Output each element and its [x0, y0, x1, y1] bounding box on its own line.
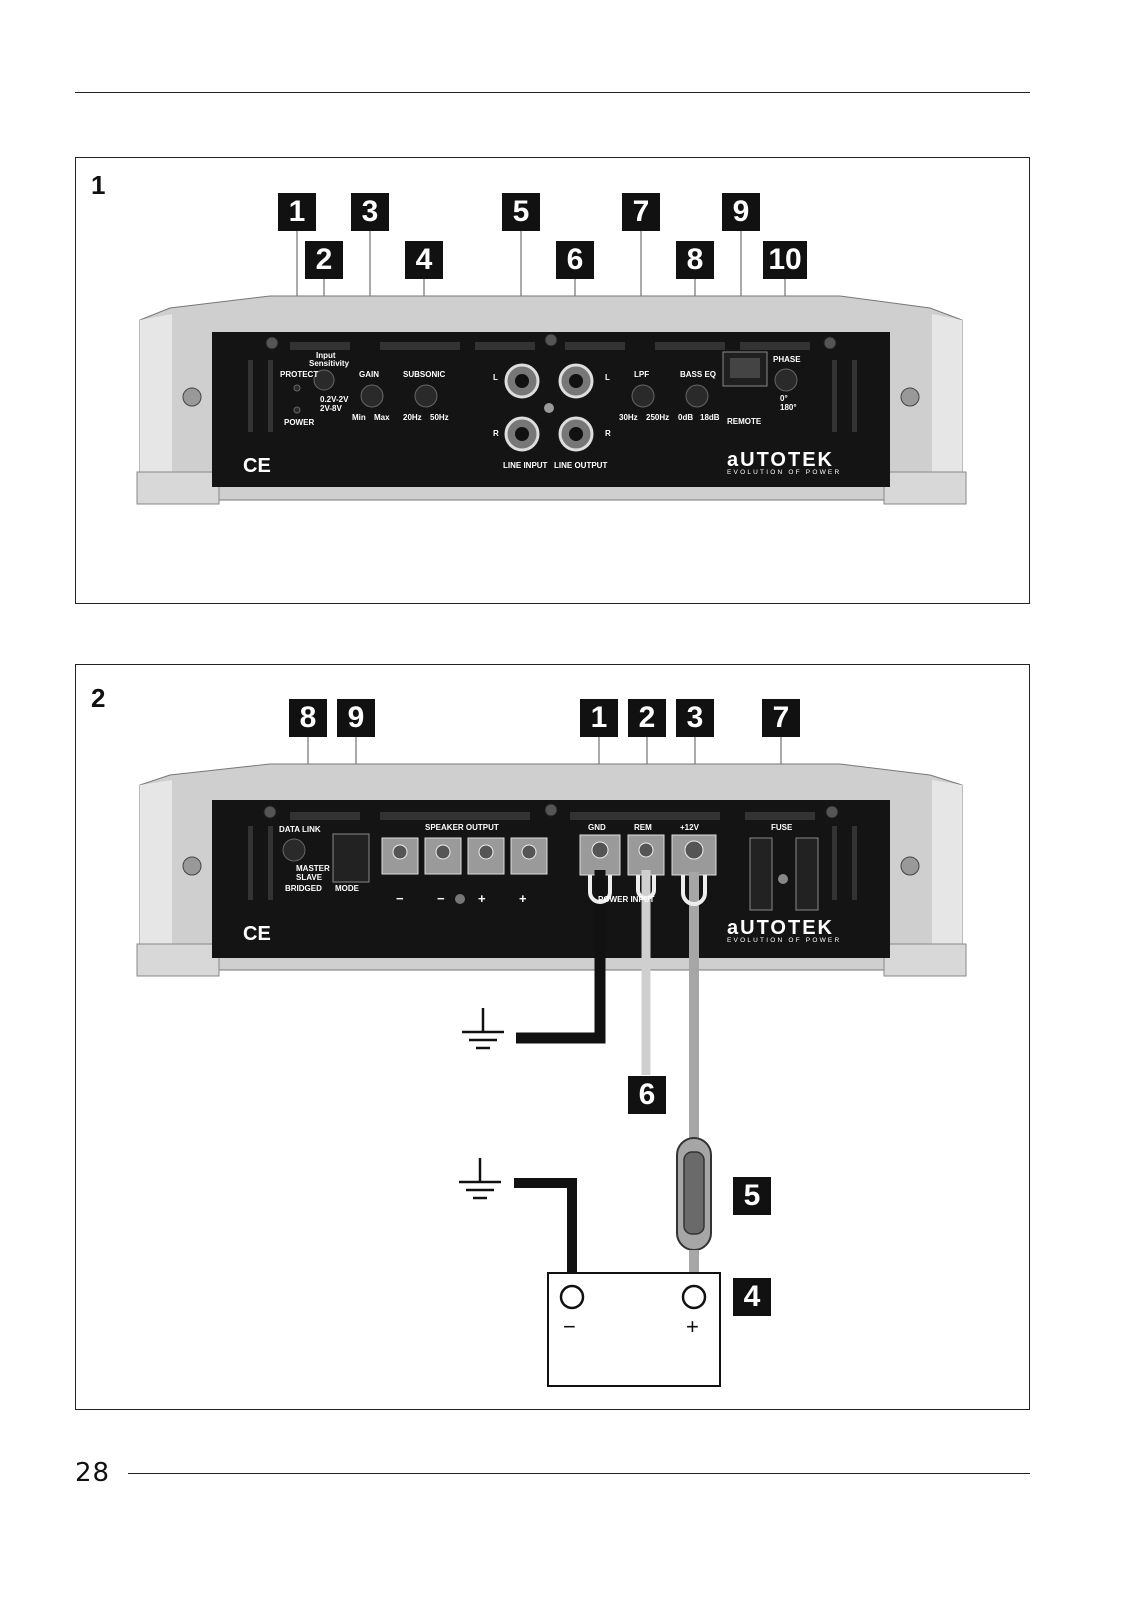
figure-2-frame — [75, 664, 1030, 1410]
label-input-sensitivity-2: Sensitivity — [309, 359, 350, 368]
label-r-out: R — [605, 429, 611, 438]
label-sens-b: 2V-8V — [320, 404, 342, 413]
fig2-callout-4: 4 — [733, 1278, 771, 1316]
label-phase-b: 180° — [780, 403, 797, 412]
label-data-link: DATA LINK — [279, 825, 321, 834]
fig2-callout-6: 6 — [628, 1076, 666, 1114]
label-subsonic: SUBSONIC — [403, 370, 445, 379]
fig2-callout-7: 7 — [762, 699, 800, 737]
battery-plus: + — [686, 1314, 699, 1339]
label-rem: REM — [634, 823, 652, 832]
fig2-ce-mark: CE — [243, 923, 271, 945]
label-fuse: FUSE — [771, 823, 793, 832]
fig2-callout-3: 3 — [676, 699, 714, 737]
fig2-callout-8: 8 — [289, 699, 327, 737]
fig1-amplifier-illustration: Input Sensitivity PROTECT POWER 0.2V-2V … — [136, 231, 967, 505]
fig1-callout-4: 4 — [405, 241, 443, 279]
fig2-callout-5: 5 — [733, 1177, 771, 1215]
label-gnd: GND — [588, 823, 606, 832]
label-sub-a: 20Hz — [403, 413, 422, 422]
label-l-out: L — [605, 373, 610, 382]
label-bridged: BRIDGED — [285, 884, 322, 893]
label-lpf: LPF — [634, 370, 649, 379]
label-master: MASTER — [296, 864, 330, 873]
fig2-callout-2: 2 — [628, 699, 666, 737]
label-bass-eq: BASS EQ — [680, 370, 716, 379]
fig2-amplifier-illustration: − + DATA LINK MASTER SLAVE BRIDGED MODE … — [136, 737, 967, 1387]
fig1-callout-5: 5 — [502, 193, 540, 231]
fig2-tagline: EVOLUTION OF POWER — [727, 937, 841, 944]
label-sub-b: 50Hz — [430, 413, 449, 422]
label-spk-minus-2: − — [437, 891, 445, 906]
label-gain-min: Min — [352, 413, 366, 422]
fig2-brand-logo: aUTOTEK — [727, 917, 834, 939]
label-protect: PROTECT — [280, 370, 318, 379]
label-r-in: R — [493, 429, 499, 438]
label-slave: SLAVE — [296, 873, 323, 882]
label-speaker-output: SPEAKER OUTPUT — [425, 823, 499, 832]
page-number: 28 — [75, 1458, 111, 1488]
label-spk-plus-2: + — [519, 891, 527, 906]
fig1-ce-mark: CE — [243, 455, 271, 477]
label-lpf-b: 250Hz — [646, 413, 669, 422]
fig1-callout-10: 10 — [763, 241, 807, 279]
battery-minus: − — [563, 1314, 576, 1339]
fig1-callout-2: 2 — [305, 241, 343, 279]
label-spk-plus-1: + — [478, 891, 486, 906]
figure-1-number: 1 — [91, 170, 106, 200]
label-lpf-a: 30Hz — [619, 413, 638, 422]
figure-1-frame — [75, 157, 1030, 604]
fig1-brand-logo: aUTOTEK — [727, 449, 834, 471]
label-l-in: L — [493, 373, 498, 382]
label-spk-minus-1: − — [396, 891, 404, 906]
label-input-sensitivity-1: Input — [316, 351, 336, 360]
fig1-callout-1: 1 — [278, 193, 316, 231]
label-beq-a: 0dB — [678, 413, 693, 422]
fig2-callout-1: 1 — [580, 699, 618, 737]
label-line-input: LINE INPUT — [503, 461, 548, 470]
label-plus12v: +12V — [680, 823, 700, 832]
label-power-input: POWER INPUT — [598, 895, 655, 904]
label-phase-a: 0° — [780, 394, 788, 403]
fig2-callout-9: 9 — [337, 699, 375, 737]
figure-2-number: 2 — [91, 683, 106, 713]
fig1-callout-9: 9 — [722, 193, 760, 231]
label-gain-max: Max — [374, 413, 390, 422]
fig1-tagline: EVOLUTION OF POWER — [727, 469, 841, 476]
label-remote: REMOTE — [727, 417, 762, 426]
fig1-callout-3: 3 — [351, 193, 389, 231]
fig1-callout-6: 6 — [556, 241, 594, 279]
label-gain: GAIN — [359, 370, 379, 379]
fig1-callout-8: 8 — [676, 241, 714, 279]
label-line-output: LINE OUTPUT — [554, 461, 607, 470]
label-phase: PHASE — [773, 355, 801, 364]
label-mode: MODE — [335, 884, 360, 893]
fig1-callout-7: 7 — [622, 193, 660, 231]
header-rule — [75, 92, 1030, 93]
label-power: POWER — [284, 418, 314, 427]
footer-rule — [128, 1473, 1030, 1474]
label-sens-a: 0.2V-2V — [320, 395, 349, 404]
label-beq-b: 18dB — [700, 413, 720, 422]
